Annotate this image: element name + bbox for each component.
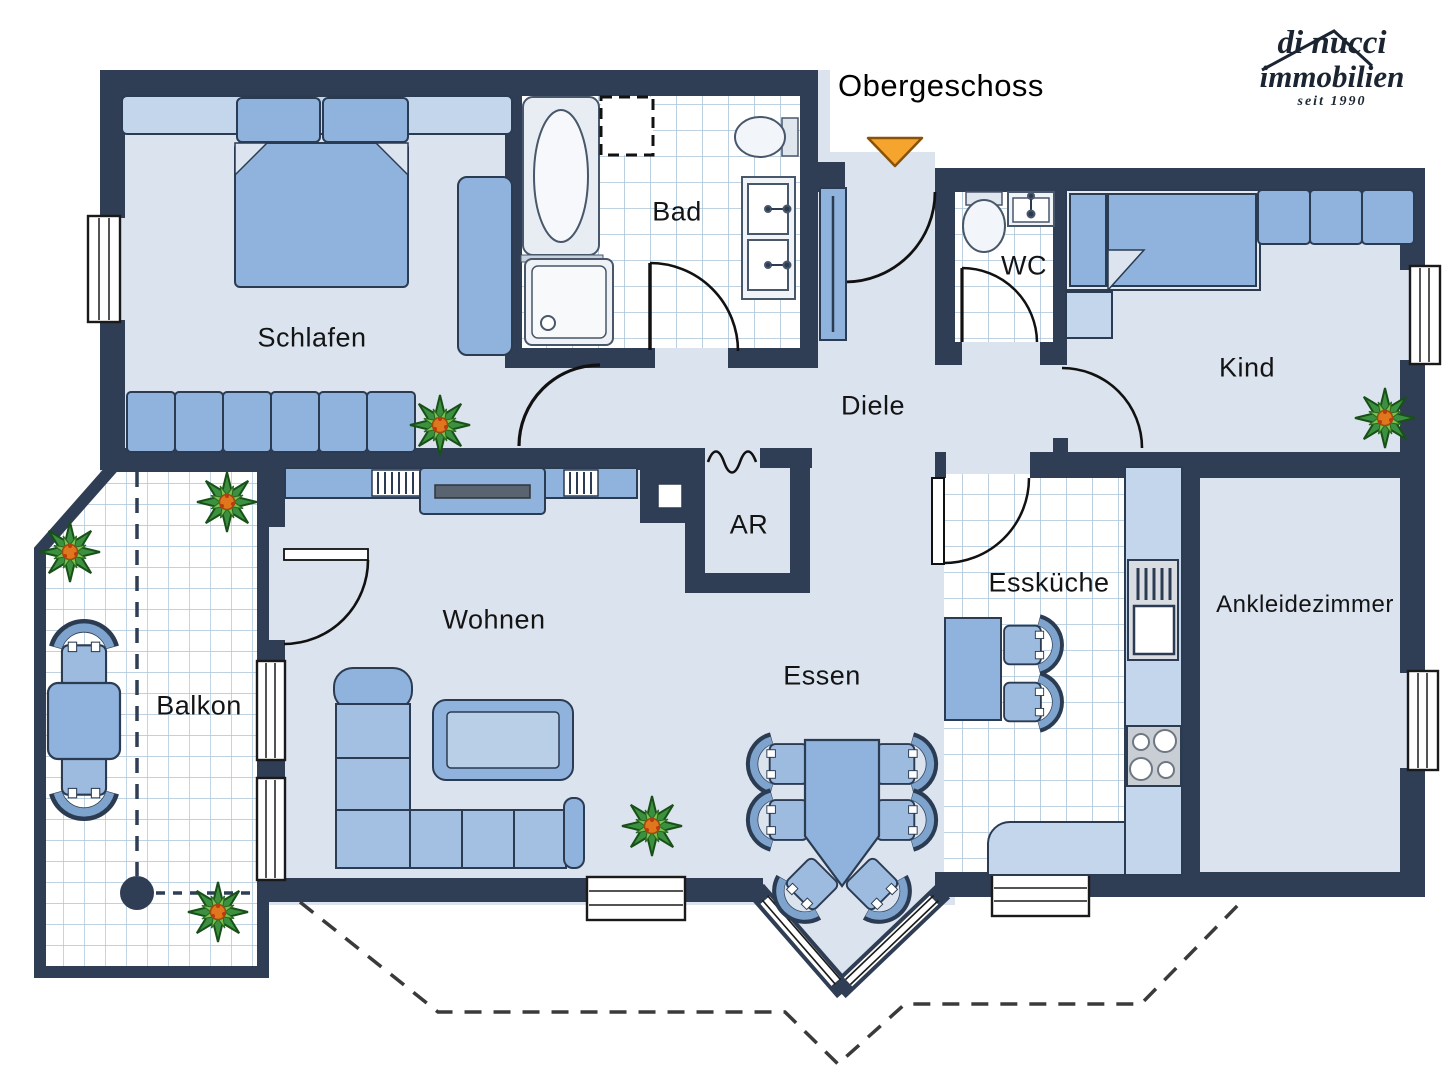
room-label-wc: WC: [1001, 250, 1047, 281]
bay-window: [748, 883, 951, 999]
room-label-schlafen: Schlafen: [257, 322, 367, 353]
double-bed: [234, 97, 409, 288]
sink-wc-icon: [1007, 191, 1055, 227]
window-ankleide-right: [1406, 669, 1440, 772]
door-schlafen: [517, 363, 601, 447]
door-kind: [1061, 366, 1144, 449]
windows: [86, 214, 1442, 922]
column-icon: [120, 876, 154, 910]
radiator-1: [371, 469, 425, 497]
walls: [100, 70, 1425, 902]
door-entrance: [844, 191, 937, 284]
nightstand: [1065, 291, 1113, 339]
room-label-essen: Essen: [783, 660, 861, 691]
room-label-ankleidezimmer: Ankleidezimmer: [1216, 591, 1394, 618]
curtain-icon: [706, 450, 758, 474]
room-label-kind: Kind: [1218, 352, 1276, 383]
logo-di-nucci: di nucci immobilien seit 1990: [1232, 26, 1432, 111]
window-kitchen-bottom: [990, 872, 1091, 918]
door-wc: [960, 266, 1039, 343]
window-schlafen-left: [86, 214, 122, 324]
kitchen-furniture: [944, 466, 1183, 876]
balcony-tile-floor: [40, 466, 263, 972]
essen-furniture: [752, 738, 932, 928]
wohnen-furniture: [284, 467, 683, 869]
roof-overhang-outline: [298, 898, 1245, 1067]
kind-furniture: [1065, 189, 1415, 339]
tall-cabinet: [457, 176, 513, 356]
room-label-ar: AR: [729, 509, 769, 540]
cooktop-icon: [1126, 725, 1182, 787]
logo-line2: immobilien: [1259, 59, 1405, 94]
oven-icon: [1127, 559, 1179, 661]
window-wohnen-balkon-1: [255, 659, 287, 762]
entrance-area: [819, 136, 924, 341]
chimney-icon: [657, 483, 683, 509]
wc-fixtures: [962, 191, 1055, 253]
bathtub-icon: [520, 96, 604, 263]
logo-tagline: seit 1990: [1297, 94, 1367, 109]
schlafen-furniture: [121, 95, 513, 453]
sink-vanity-icon: [741, 176, 796, 300]
door-bad: [648, 261, 740, 352]
toilet-bad-icon: [734, 116, 799, 158]
radiator-2: [563, 469, 599, 497]
single-bed: [1065, 189, 1261, 292]
shower-icon: [524, 258, 614, 346]
door-balkon: [283, 548, 370, 646]
balkon-furniture: [46, 472, 262, 910]
kitchen-counter: [987, 466, 1183, 876]
tv-icon: [434, 484, 531, 499]
doors: [283, 191, 1144, 646]
window-wohnen-balkon-2: [255, 776, 287, 882]
wardrobe-schlafen: [126, 391, 416, 453]
skylight-dashed: [599, 95, 655, 157]
toilet-wc-icon: [962, 191, 1006, 253]
entrance-arrow-icon: [866, 136, 924, 168]
logo-roof-icon: [1261, 29, 1374, 72]
door-kitchen: [931, 477, 1031, 565]
wardrobe-kind: [1257, 189, 1415, 245]
dining-table: [803, 738, 881, 888]
room-label-diele: Diele: [840, 390, 906, 421]
room-label-balkon: Balkon: [156, 690, 242, 721]
tv-sideboard: [419, 467, 546, 515]
window-kind-right: [1408, 264, 1442, 366]
balcony-table: [46, 681, 122, 761]
page-title: Obergeschoss: [838, 68, 1044, 103]
room-label-esskueche: Essküche: [988, 567, 1110, 598]
sofa: [333, 667, 585, 869]
room-label-wohnen: Wohnen: [442, 604, 546, 635]
coffee-table: [432, 699, 574, 781]
bad-fixtures: [520, 95, 799, 346]
kitchen-table: [944, 617, 1002, 721]
window-wohnen-bottom: [585, 875, 687, 922]
room-label-bad: Bad: [652, 196, 702, 227]
